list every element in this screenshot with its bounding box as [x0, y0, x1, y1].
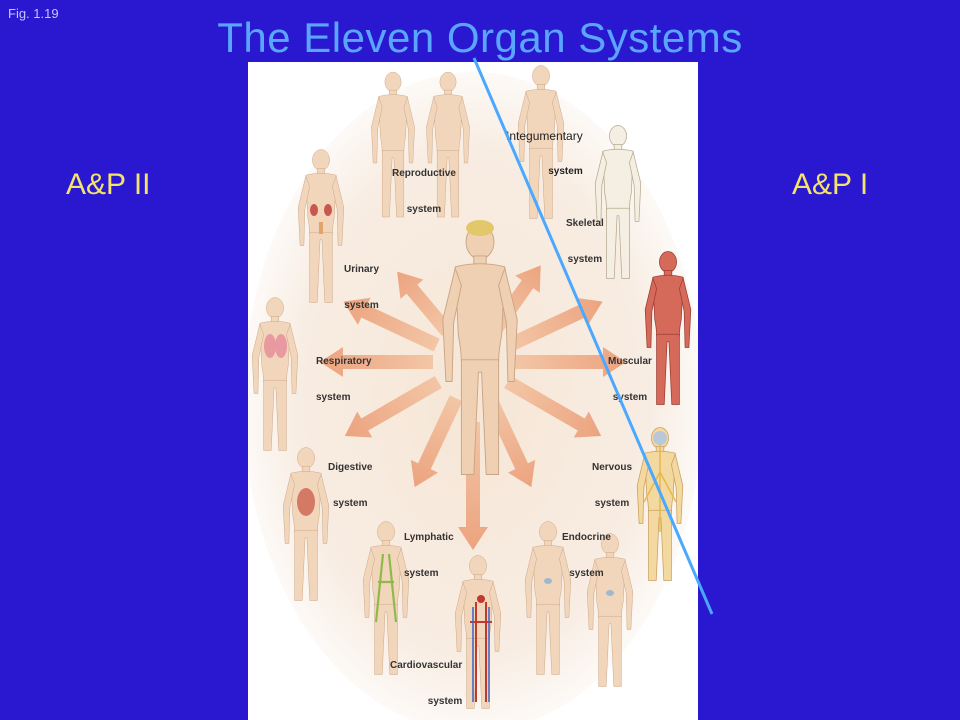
label-integumentary: Integumentary system	[506, 129, 583, 177]
label-reproductive: Reproductive system	[392, 168, 456, 215]
label-urinary: Urinary system	[344, 264, 380, 311]
label-muscular: Muscular system	[608, 356, 652, 403]
label-digestive: Digestive system	[328, 462, 373, 509]
label-lymphatic: Lymphatic system	[404, 532, 454, 579]
label-cardiovascular: Cardiovascular system	[390, 660, 463, 707]
label-endocrine: Endocrine system	[562, 532, 611, 579]
central-hair	[466, 220, 494, 236]
page-title: The Eleven Organ Systems	[217, 14, 743, 61]
label-respiratory: Respiratory system	[316, 356, 372, 403]
course-label-right: A&P I	[792, 168, 869, 201]
organ-systems-illustration: Integumentary system Reproductive system…	[248, 62, 698, 720]
figure-number: Fig. 1.19	[8, 6, 59, 21]
course-label-left: A&P II	[66, 168, 151, 201]
label-skeletal: Skeletal system	[566, 218, 604, 265]
